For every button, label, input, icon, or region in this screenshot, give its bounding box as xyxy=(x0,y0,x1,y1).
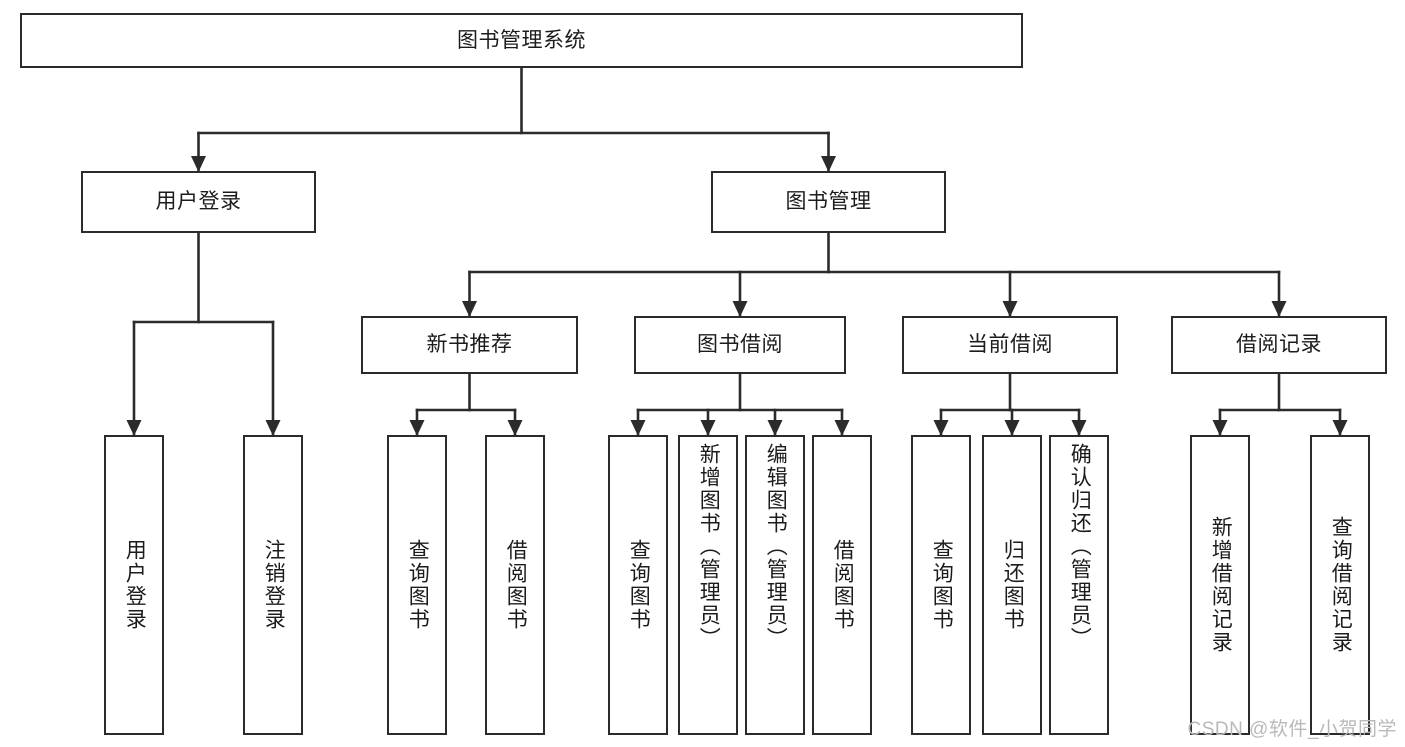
node-user-login[interactable]: 用户登录 xyxy=(81,171,316,233)
leaf-add-borrow-record-label: 新增借阅记录 xyxy=(1209,516,1233,654)
leaf-confirm-return-admin-wrap: 确认归还（管理员） xyxy=(1051,437,1107,733)
leaf-borrow-books-recommend-wrap: 借阅图书 xyxy=(487,437,543,733)
leaf-query-books-current-label: 查询图书 xyxy=(930,539,954,631)
node-book-borrow[interactable]: 图书借阅 xyxy=(634,316,846,374)
leaf-query-books-current[interactable]: 查询图书 xyxy=(911,435,971,735)
leaf-edit-book-admin-label: 编辑图书（管理员） xyxy=(764,443,788,650)
leaf-query-books-recommend-label: 查询图书 xyxy=(406,539,430,631)
node-new-book-recommend[interactable]: 新书推荐 xyxy=(361,316,578,374)
leaf-borrow-books-recommend-label: 借阅图书 xyxy=(504,539,528,631)
leaf-user-login[interactable]: 用户登录 xyxy=(104,435,164,735)
leaf-logout[interactable]: 注销登录 xyxy=(243,435,303,735)
node-new-book-recommend-label: 新书推荐 xyxy=(426,333,513,357)
leaf-query-books-recommend[interactable]: 查询图书 xyxy=(387,435,447,735)
leaf-confirm-return-admin-label: 确认归还（管理员） xyxy=(1068,443,1092,650)
node-root-label: 图书管理系统 xyxy=(457,28,586,52)
node-book-borrow-label: 图书借阅 xyxy=(697,333,783,357)
node-borrow-records[interactable]: 借阅记录 xyxy=(1171,316,1387,374)
leaf-add-book-admin-wrap: 新增图书（管理员） xyxy=(680,437,736,733)
leaf-borrow-books-recommend[interactable]: 借阅图书 xyxy=(485,435,545,735)
leaf-edit-book-admin[interactable]: 编辑图书（管理员） xyxy=(745,435,805,735)
leaf-logout-wrap: 注销登录 xyxy=(245,437,301,733)
leaf-return-books-wrap: 归还图书 xyxy=(984,437,1040,733)
node-borrow-records-label: 借阅记录 xyxy=(1236,333,1322,357)
leaf-confirm-return-admin[interactable]: 确认归还（管理员） xyxy=(1049,435,1109,735)
leaf-edit-book-admin-wrap: 编辑图书（管理员） xyxy=(747,437,803,733)
leaf-query-books-borrow[interactable]: 查询图书 xyxy=(608,435,668,735)
leaf-logout-label: 注销登录 xyxy=(262,539,286,631)
node-book-management-label: 图书管理 xyxy=(785,190,872,214)
leaf-query-borrow-record-label: 查询借阅记录 xyxy=(1329,516,1353,654)
node-current-borrow-label: 当前借阅 xyxy=(967,333,1053,357)
leaf-query-books-borrow-label: 查询图书 xyxy=(627,539,651,631)
leaf-query-books-current-wrap: 查询图书 xyxy=(913,437,969,733)
leaf-borrow-books-label: 借阅图书 xyxy=(831,539,855,631)
leaf-user-login-wrap: 用户登录 xyxy=(106,437,162,733)
leaf-user-login-label: 用户登录 xyxy=(123,539,147,631)
leaf-return-books[interactable]: 归还图书 xyxy=(982,435,1042,735)
leaf-borrow-books-wrap: 借阅图书 xyxy=(814,437,870,733)
node-user-login-label: 用户登录 xyxy=(155,190,242,214)
node-current-borrow[interactable]: 当前借阅 xyxy=(902,316,1118,374)
leaf-add-book-admin[interactable]: 新增图书（管理员） xyxy=(678,435,738,735)
leaf-add-borrow-record-wrap: 新增借阅记录 xyxy=(1192,437,1248,733)
leaf-add-book-admin-label: 新增图书（管理员） xyxy=(697,443,721,650)
leaf-return-books-label: 归还图书 xyxy=(1001,539,1025,631)
leaf-query-books-recommend-wrap: 查询图书 xyxy=(389,437,445,733)
leaf-add-borrow-record[interactable]: 新增借阅记录 xyxy=(1190,435,1250,735)
leaf-query-books-borrow-wrap: 查询图书 xyxy=(610,437,666,733)
leaf-query-borrow-record-wrap: 查询借阅记录 xyxy=(1312,437,1368,733)
leaf-query-borrow-record[interactable]: 查询借阅记录 xyxy=(1310,435,1370,735)
node-root[interactable]: 图书管理系统 xyxy=(20,13,1023,68)
csdn-watermark: CSDN @软件_小贺同学 xyxy=(1187,719,1397,740)
leaf-borrow-books[interactable]: 借阅图书 xyxy=(812,435,872,735)
node-book-management[interactable]: 图书管理 xyxy=(711,171,946,233)
